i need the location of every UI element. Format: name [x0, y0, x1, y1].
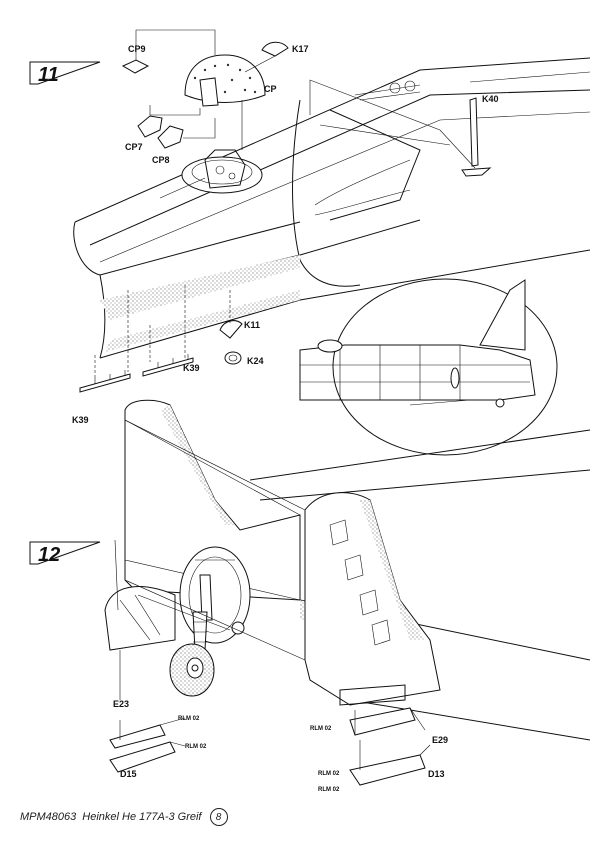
label-rlm-d15: RLM 02 — [185, 744, 207, 750]
step-12-marker: 12 — [29, 541, 101, 566]
fin-right-half — [304, 492, 441, 706]
guide-lines-12 — [114, 419, 361, 770]
door-d15 — [109, 741, 186, 773]
footer: MPM48063 Heinkel He 177A-3 Greif 8 — [20, 806, 228, 828]
dome-cp — [184, 54, 266, 107]
part-cp7 — [137, 115, 163, 138]
part-k39 — [79, 354, 194, 393]
footer-title: Heinkel He 177A-3 Greif — [82, 811, 202, 823]
part-labels: CP9 K17 CP K40 CP7 CP8 K11 K24 K39 K39 E… — [72, 44, 499, 793]
page-number: 8 — [209, 808, 228, 826]
label-k39-lower: K39 — [72, 415, 89, 425]
footer-code: MPM48063 — [20, 811, 77, 823]
turret-ring — [159, 149, 263, 199]
part-k40 — [461, 97, 492, 177]
label-k24: K24 — [247, 356, 264, 366]
label-rlm-e29: RLM 02 — [310, 726, 332, 732]
label-cp7: CP7 — [125, 142, 143, 152]
label-cp8: CP8 — [152, 155, 170, 165]
label-e23: E23 — [113, 699, 129, 709]
label-k40: K40 — [482, 94, 499, 104]
label-k39-upper: K39 — [183, 363, 200, 373]
label-d15: D15 — [120, 769, 137, 779]
door-d13 — [349, 744, 431, 786]
label-e29: E29 — [432, 735, 448, 745]
step-11-number: 11 — [38, 64, 59, 86]
part-k17 — [261, 41, 289, 57]
step-12-number: 12 — [38, 544, 60, 566]
inset-detail — [299, 278, 558, 456]
fuselage-upper — [73, 57, 591, 359]
tailwheel — [169, 611, 215, 697]
tailwheel-bay — [179, 546, 251, 644]
door-e29 — [349, 707, 426, 736]
label-rlm-d13-b: RLM 02 — [318, 787, 340, 793]
label-k17: K17 — [292, 44, 309, 54]
guide-lines-11 — [94, 29, 476, 378]
label-cp9: CP9 — [128, 44, 146, 54]
label-rlm-d13-a: RLM 02 — [318, 771, 340, 777]
label-rlm-e23: RLM 02 — [178, 716, 200, 722]
label-d13: D13 — [428, 769, 445, 779]
label-k11: K11 — [244, 320, 260, 330]
label-cp: CP — [264, 84, 277, 94]
door-e23 — [109, 717, 186, 749]
step-11-marker: 11 — [29, 61, 101, 86]
part-k24 — [224, 351, 242, 365]
part-cp8 — [157, 125, 184, 149]
part-k11 — [219, 320, 243, 339]
part-cp9 — [121, 59, 150, 74]
